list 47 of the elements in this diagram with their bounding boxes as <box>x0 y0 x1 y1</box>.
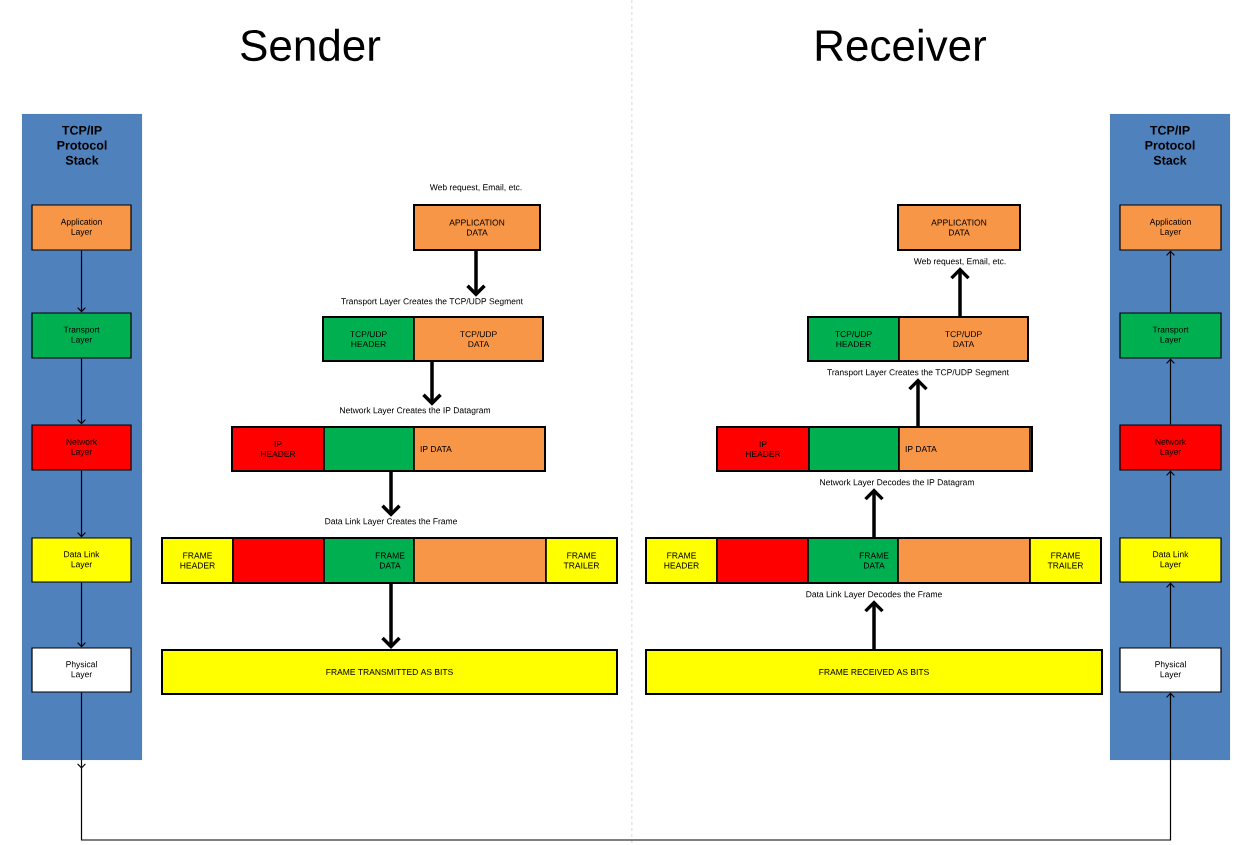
arrow <box>1166 470 1175 538</box>
section-title: Receiver <box>816 28 987 62</box>
layer-box: Transport Layer <box>31 312 132 359</box>
arrow <box>77 470 86 538</box>
data-box: Web request, Email, etc. APPLICATION DATA <box>413 184 541 251</box>
layer-box: Network Layer <box>31 424 132 471</box>
arrow <box>77 250 86 313</box>
arrow <box>381 584 401 649</box>
layer-box: Transport Layer <box>1119 312 1222 359</box>
packet-bar: Network Layer Creates the IP Datagram IP HEADER IP DATA <box>231 407 546 472</box>
node-label: Transport Layer Creates the TCP/UDP Segment <box>341 298 523 306</box>
layer-box: Network Layer <box>1119 424 1222 471</box>
arrow <box>381 472 401 517</box>
layer-box: Application Layer <box>31 204 132 251</box>
layer-box: Data Link Layer <box>31 537 132 583</box>
packet-bar: TCP/UDP HEADER TCP/UDP DATA Transport Layer Creates the TCP/UDP Segment <box>807 316 1029 377</box>
packet-bar: FRAME HEADER FRAME DATA FRAME TRAILER Data Link Layer Decodes the Frame <box>645 537 1102 599</box>
data-box: APPLICATION DATA Web request, Email, etc. <box>897 204 1021 266</box>
layer-box: Physical Layer <box>1119 647 1222 693</box>
packet-bar: IP HEADER IP DATA Network Layer Decodes the IP Datagram <box>716 426 1033 487</box>
node-label: Data Link Layer Decodes the Frame <box>806 591 942 599</box>
layer-box: Application Layer <box>1119 204 1222 251</box>
arrow <box>1166 582 1175 648</box>
node-label: Network Layer Decodes the IP Datagram <box>820 479 974 487</box>
arrow <box>77 582 86 648</box>
data-box: FRAME RECEIVED AS BITS <box>645 649 1103 695</box>
node-label: Network Layer Creates the IP Datagram <box>340 407 491 415</box>
layer-box: Physical Layer <box>31 647 132 693</box>
arrow <box>422 362 442 406</box>
arrow <box>1166 250 1175 313</box>
packet-bar: Transport Layer Creates the TCP/UDP Segment TCP/UDP HEADER TCP/UDP DATA <box>322 298 544 362</box>
section-title: Sender <box>241 28 381 62</box>
layer-box: Data Link Layer <box>1119 537 1222 583</box>
node-label: Transport Layer Creates the TCP/UDP Segment <box>827 369 1009 377</box>
data-box: FRAME TRANSMITTED AS BITS <box>161 649 618 695</box>
arrow <box>864 600 884 649</box>
arrow <box>908 378 928 426</box>
arrow <box>1166 358 1175 425</box>
packet-bar: Data Link Layer Creates the Frame FRAME HEADER FRAME DATA FRAME TRAILER <box>161 518 618 584</box>
arrow <box>950 267 970 316</box>
node-label: Data Link Layer Creates the Frame <box>325 518 457 526</box>
arrow <box>77 358 86 425</box>
arrow <box>864 488 884 537</box>
node-label: Web request, Email, etc. <box>913 258 1006 266</box>
node-label: Web request, Email, etc. <box>429 184 522 192</box>
arrow <box>77 692 1175 841</box>
arrow <box>466 251 486 297</box>
